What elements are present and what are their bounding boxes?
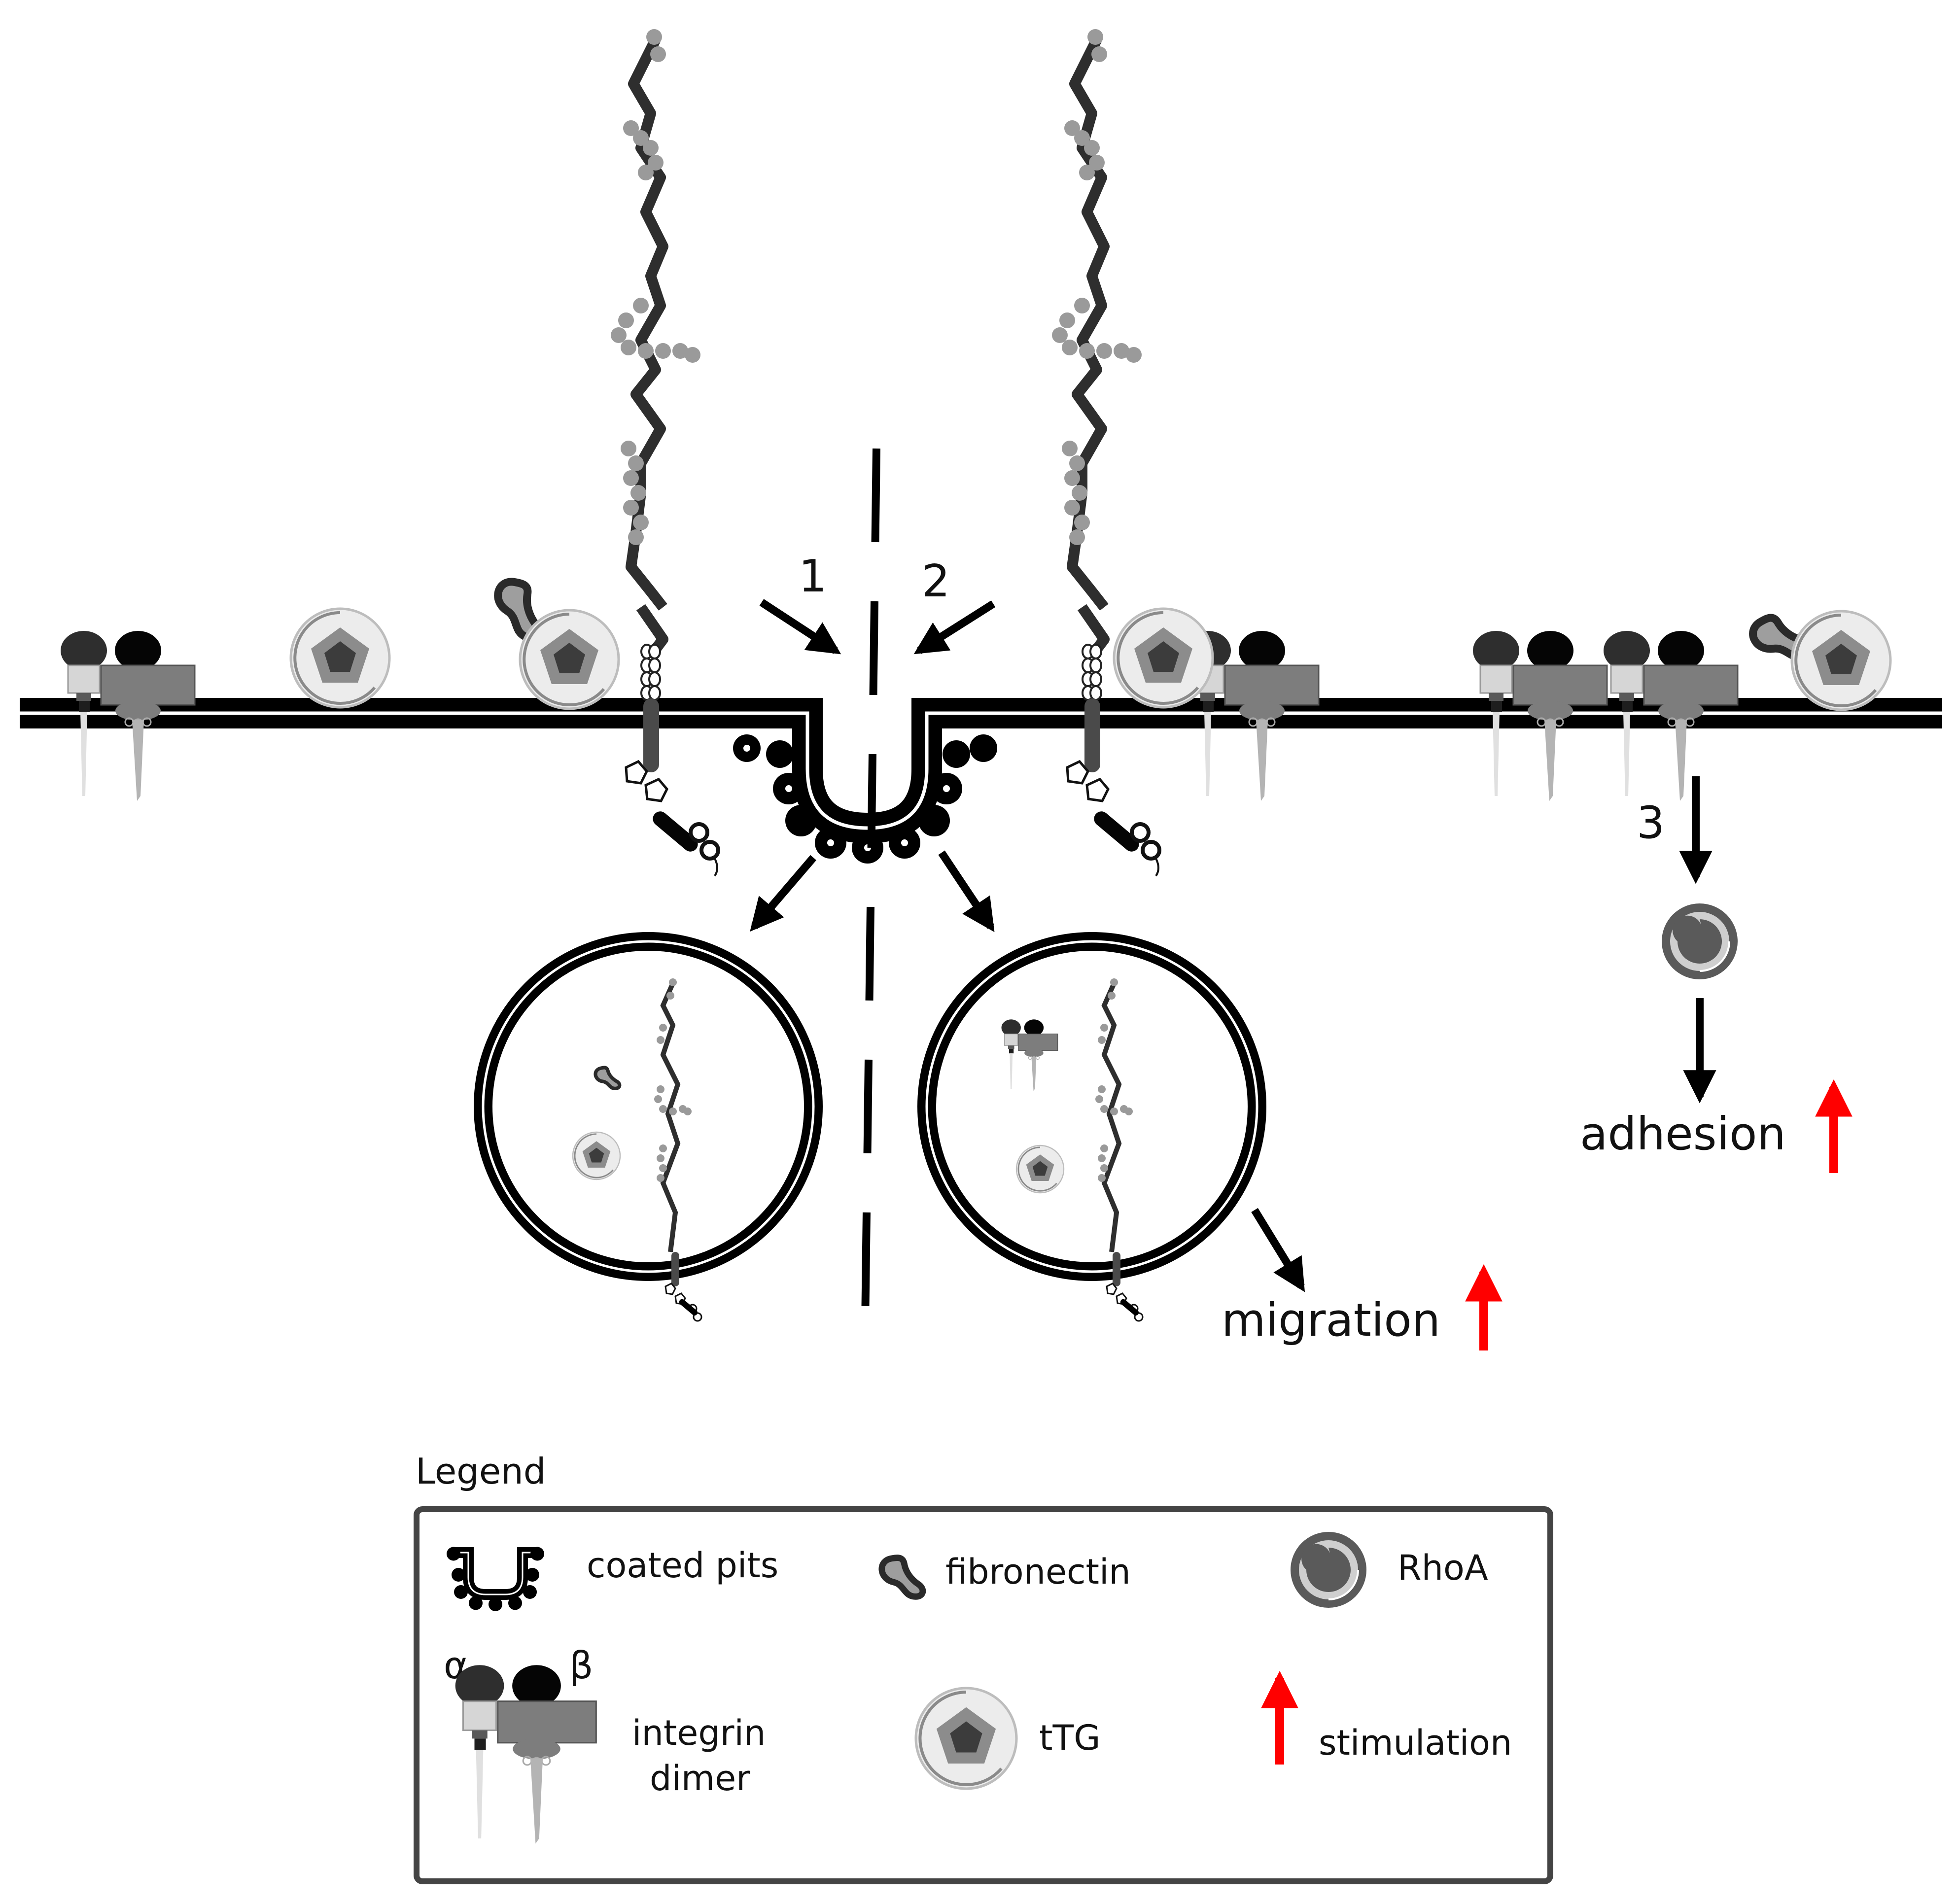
hs-chain-right [1052, 29, 1142, 611]
legend-rhoa-label: RhoA [1398, 1548, 1488, 1588]
vesicle-left [474, 932, 823, 1322]
ttg-free [291, 609, 389, 707]
step3-label: 3 [1637, 797, 1665, 849]
legend-rhoa-icon [1290, 1531, 1367, 1609]
legend-coated-pit-icon [447, 1547, 544, 1611]
migration-label: migration [1222, 1294, 1440, 1347]
step2-arrow [913, 600, 996, 655]
legend-ttg-icon [916, 1688, 1016, 1789]
migration-arrow [1251, 1208, 1305, 1292]
plasma-membrane [20, 698, 1942, 844]
ttg-bound-1 [520, 610, 619, 709]
endocytosis-arrow-right [938, 850, 995, 933]
step2-label: 2 [922, 555, 950, 607]
step1-arrow [759, 599, 841, 655]
endocytosis-arrow-left [750, 855, 817, 932]
legend-integrin-label-line1: integrin [632, 1713, 766, 1753]
coated-pit [733, 734, 997, 864]
legend-stimulation-label: stimulation [1319, 1723, 1512, 1763]
legend-fibronectin-label: fibronectin [945, 1552, 1131, 1592]
hs-chain-left [611, 29, 700, 611]
legend-ttg-label: tTG [1039, 1718, 1100, 1758]
divider-line [861, 448, 880, 1326]
ttg-bound-2 [1114, 609, 1213, 707]
adhesion-label: adhesion [1580, 1108, 1786, 1160]
legend-title: Legend [416, 1451, 546, 1492]
ttg-bound-3 [1792, 611, 1890, 710]
legend-coated-pits-label: coated pits [587, 1545, 778, 1586]
legend-integrin-beta: β [569, 1643, 594, 1687]
rhoa-icon [1661, 902, 1739, 980]
step1-label: 1 [799, 551, 827, 602]
vesicle-right [917, 932, 1266, 1322]
legend-integrin-label-line2: dimer [650, 1758, 750, 1799]
syndecan-left [626, 607, 718, 876]
